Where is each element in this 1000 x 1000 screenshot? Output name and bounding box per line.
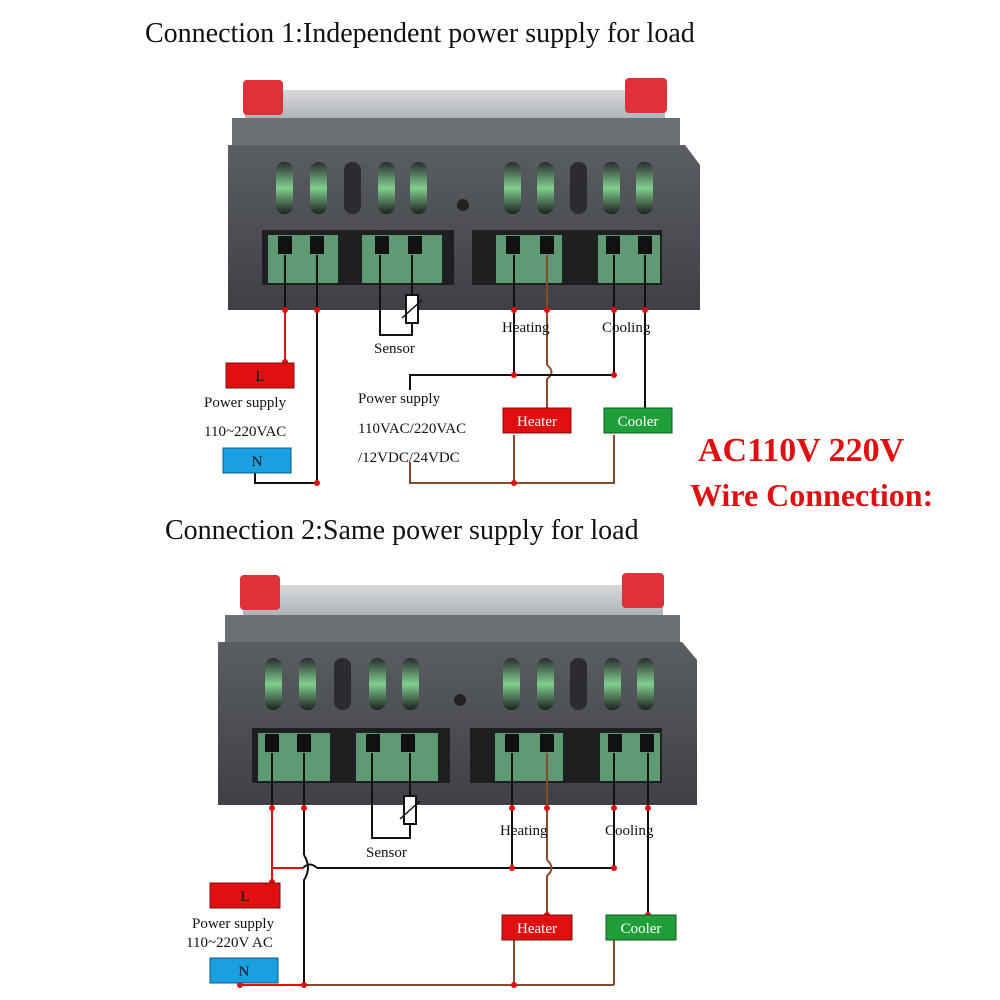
terminal-block-right — [470, 728, 662, 783]
sensor-thermistor-2 — [399, 795, 421, 825]
svg-text:Heater: Heater — [517, 414, 557, 430]
svg-text:L: L — [240, 889, 249, 905]
connection-2-title: Connection 2:Same power supply for load — [165, 515, 639, 546]
load-supply-label: Power supply — [358, 391, 441, 407]
l-box-2: L — [209, 882, 281, 909]
n-box-1: N — [222, 447, 292, 474]
voltage-note: AC110V 220V — [698, 432, 905, 469]
svg-text:Heater: Heater — [517, 921, 557, 937]
sensor-label-2: Sensor — [366, 845, 407, 861]
junction-dots-2 — [237, 805, 651, 988]
terminal-block-left — [252, 728, 450, 783]
load-supply-dc-label: /12VDC/24VDC — [358, 450, 460, 466]
l-box-1: L — [225, 362, 295, 389]
red-bezel-left — [240, 575, 280, 610]
top-ridge — [232, 118, 680, 146]
connection-1-title: Connection 1:Independent power supply fo… — [145, 18, 695, 49]
top-ridge — [225, 615, 680, 643]
svg-text:Cooler: Cooler — [621, 921, 662, 937]
red-bezel-right — [625, 78, 667, 113]
red-bezel-left — [243, 80, 283, 115]
cooling-label-2: Cooling — [605, 823, 654, 839]
controller-unit-1 — [228, 78, 700, 310]
n-box-2: N — [209, 957, 279, 984]
vent-slots — [265, 658, 654, 710]
heating-label-1: Heating — [502, 320, 550, 336]
load-supply-ac-label: 110VAC/220VAC — [358, 421, 466, 437]
terminal-block-right — [472, 230, 662, 285]
sensor-thermistor-1 — [401, 294, 423, 324]
power-supply-label-1: Power supply — [204, 395, 287, 411]
cooling-label-1: Cooling — [602, 320, 651, 336]
neutral-wire-1 — [254, 255, 318, 484]
heater-box-1: Heater — [502, 407, 572, 434]
heating-label-2: Heating — [500, 823, 548, 839]
power-supply-label-2: Power supply — [192, 916, 275, 932]
cooler-box-2: Cooler — [605, 914, 677, 941]
controller-unit-2 — [218, 573, 697, 805]
housing — [228, 145, 700, 310]
power-voltage-label-2: 110~220V AC — [186, 935, 273, 951]
svg-text:L: L — [255, 369, 264, 385]
vent-slots — [276, 162, 653, 214]
wire-connection-note: Wire Connection: — [690, 477, 934, 513]
svg-text:Cooler: Cooler — [618, 414, 659, 430]
svg-text:N: N — [252, 454, 263, 470]
power-voltage-label-1: 110~220VAC — [204, 424, 286, 440]
heater-box-2: Heater — [501, 914, 573, 941]
red-bezel-right — [622, 573, 664, 608]
terminal-block-left — [262, 230, 454, 285]
sensor-label-1: Sensor — [374, 341, 415, 357]
cooler-box-1: Cooler — [603, 407, 673, 434]
svg-text:N: N — [239, 964, 250, 980]
junction-dots-1 — [282, 307, 648, 486]
